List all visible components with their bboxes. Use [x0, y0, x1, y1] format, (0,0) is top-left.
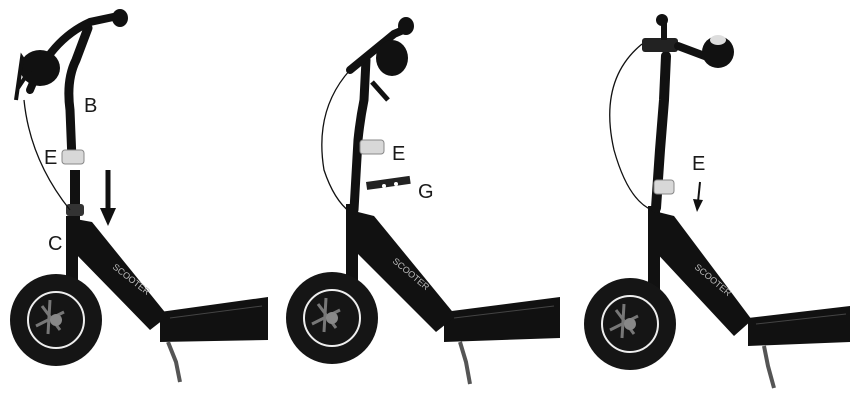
- brake-cable: [322, 70, 350, 212]
- down-arrow-head-icon: [100, 208, 116, 226]
- label-b: B: [84, 96, 97, 116]
- assembly-step-2-panel: SCOOTER E G: [284, 0, 568, 396]
- grip-left: [376, 40, 408, 76]
- handlebar-clamp: [642, 38, 678, 52]
- kickstand: [764, 346, 774, 388]
- clamp-e: [360, 140, 384, 154]
- deck: [444, 297, 560, 342]
- grip-right: [112, 9, 128, 27]
- stem-collar: [66, 204, 84, 216]
- kickstand: [168, 342, 180, 382]
- label-e: E: [392, 144, 405, 164]
- kickstand: [460, 342, 470, 384]
- handlebar-post: [354, 60, 366, 210]
- scooter-illustration-step-1: SCOOTER: [0, 0, 284, 396]
- clamp-e: [654, 180, 674, 194]
- label-c: C: [48, 234, 62, 254]
- label-e: E: [692, 154, 705, 174]
- brake-cable: [610, 44, 652, 210]
- clamp-e: [62, 150, 84, 164]
- deck: [160, 297, 268, 342]
- deck: [748, 306, 850, 346]
- assembly-step-1-panel: SCOOTER: [0, 0, 284, 396]
- down-arrow-head-icon: [693, 199, 703, 212]
- down-arrow-icon: [698, 182, 700, 202]
- scooter-illustration-step-3: SCOOTER: [568, 0, 852, 396]
- assembly-step-3-panel: SCOOTER E: [568, 0, 852, 396]
- grip-right: [398, 17, 414, 35]
- grip-left: [20, 50, 60, 86]
- label-g: G: [418, 182, 434, 202]
- bracket-g: [366, 176, 411, 190]
- grip-right: [656, 14, 668, 26]
- brake-lever: [372, 82, 388, 100]
- label-e: E: [44, 148, 57, 168]
- handlebar-post: [69, 28, 88, 160]
